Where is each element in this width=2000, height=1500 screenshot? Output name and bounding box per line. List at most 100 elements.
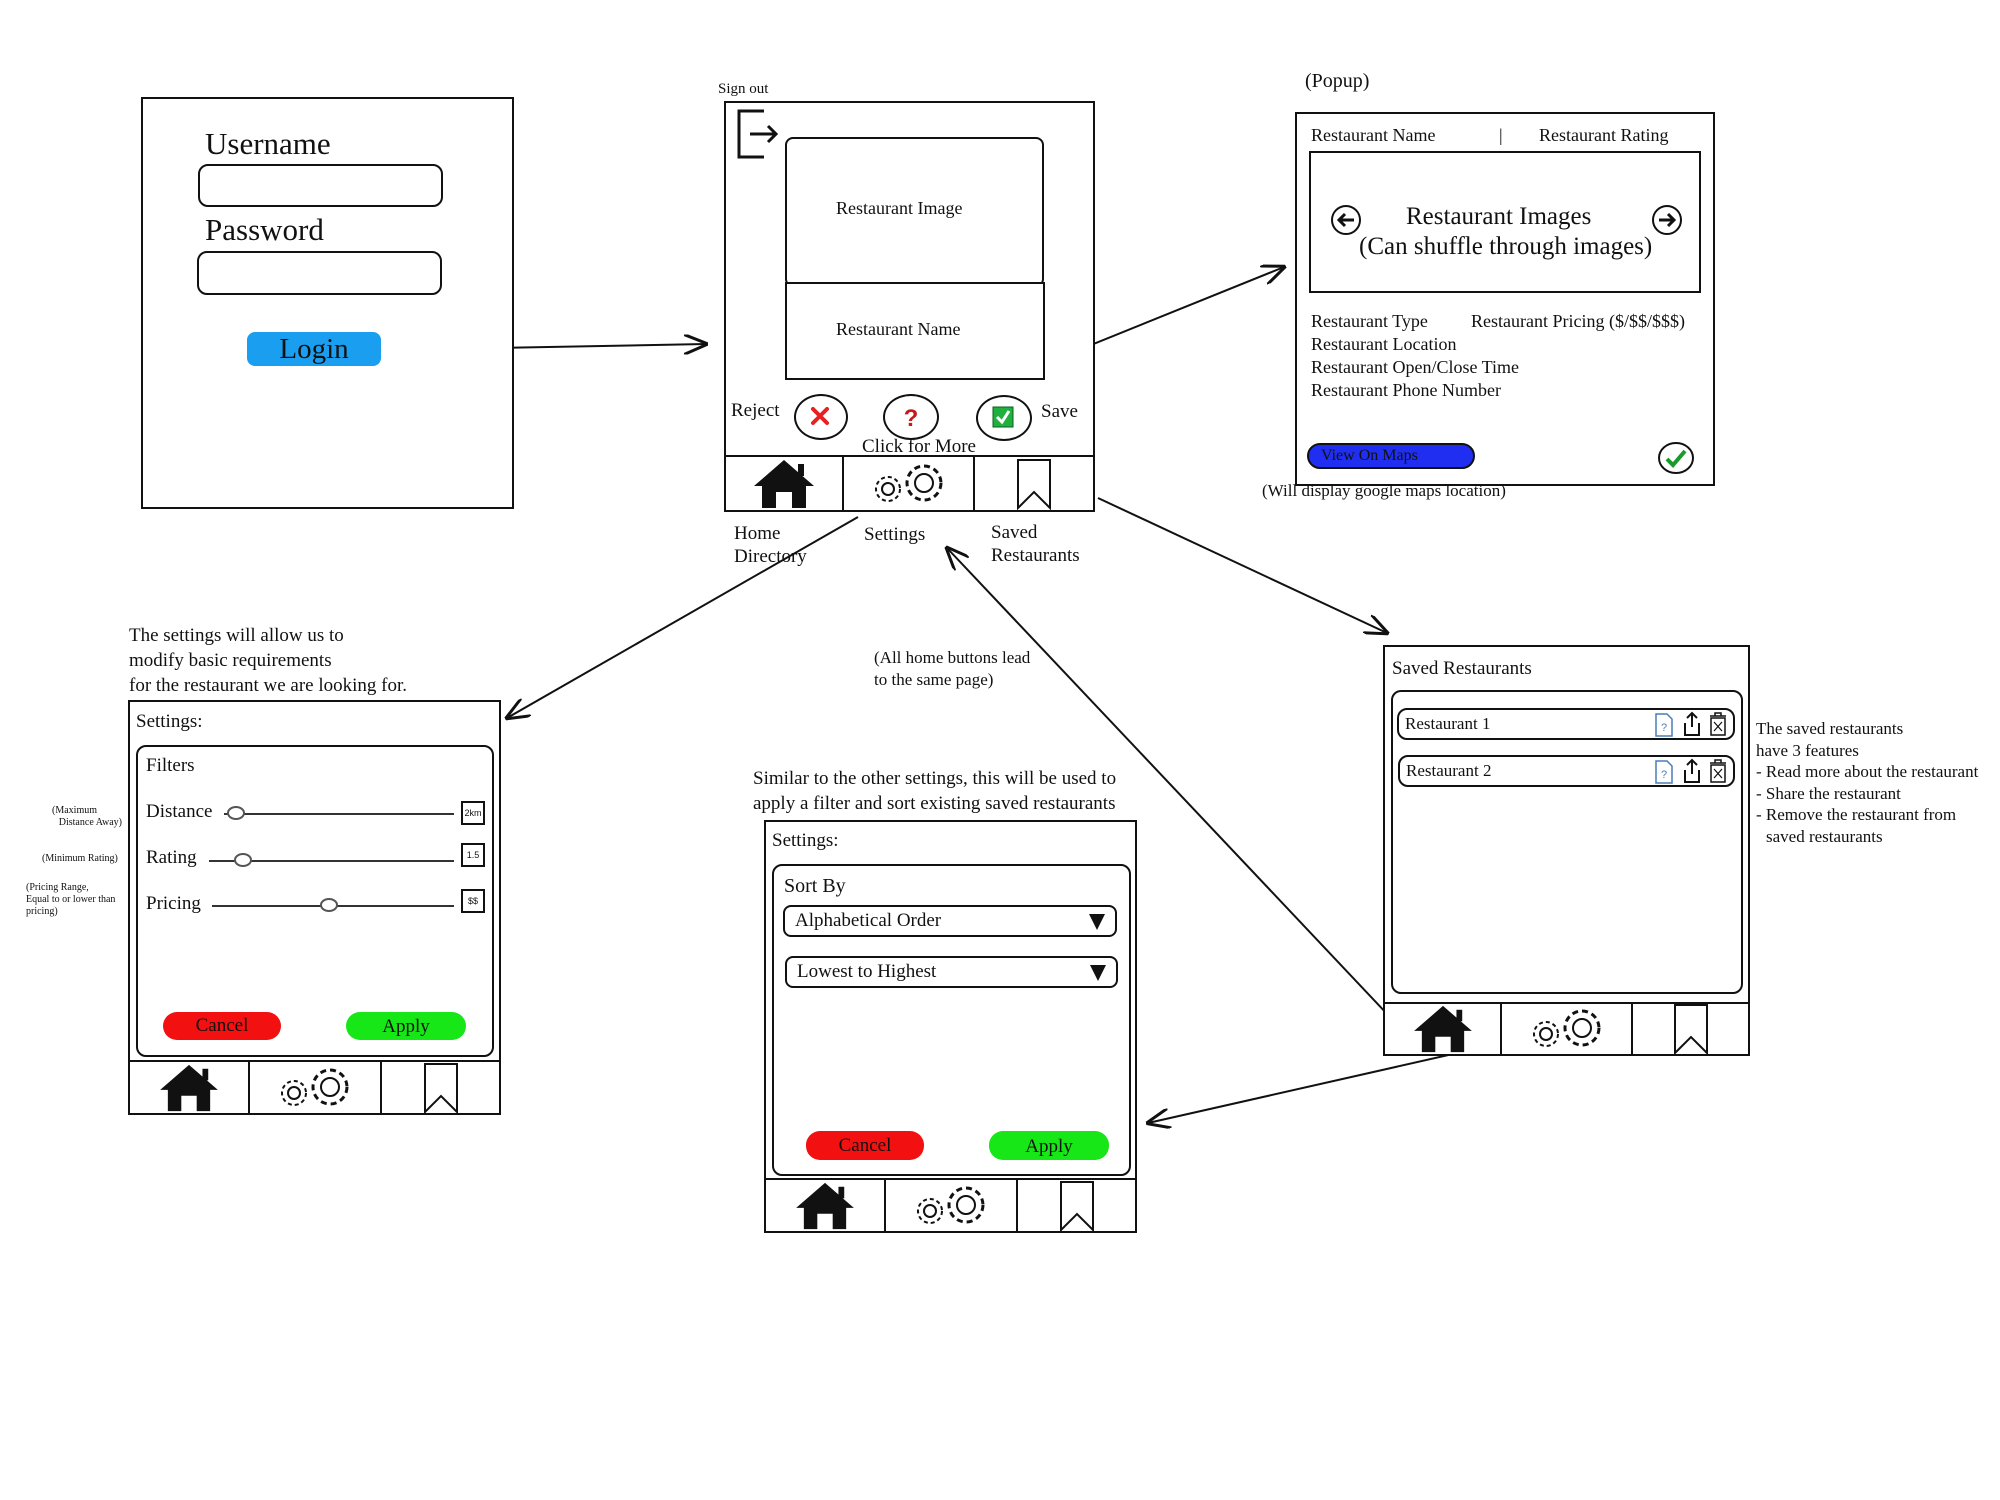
popup-location: Restaurant Location [1311, 334, 1457, 354]
nav-home-label-line1: Home [734, 523, 781, 544]
filter-nav-home[interactable] [130, 1062, 250, 1113]
saved-features-line3: - Read more about the restaurant [1756, 762, 1979, 781]
home-icon [1413, 1005, 1472, 1053]
restaurant-image[interactable] [785, 137, 1044, 287]
pricing-note: (Pricing Range, Equal to or lower than p… [26, 882, 115, 918]
popup-pricing: Restaurant Pricing ($/$$/$$$) [1471, 311, 1685, 331]
nav-saved[interactable] [975, 457, 1093, 510]
gears-icon [874, 464, 942, 502]
sort-cancel-button[interactable]: Cancel [806, 1131, 924, 1160]
trash-icon[interactable] [1707, 711, 1729, 737]
nav-home[interactable] [726, 457, 844, 510]
pricing-note-line3: pricing) [26, 906, 58, 917]
sort-order-dropdown[interactable]: Lowest to Highest [785, 956, 1118, 988]
saved-features-note: The saved restaurants have 3 features - … [1756, 718, 1978, 847]
sort-nav-bar [764, 1178, 1137, 1233]
settings-description-line2: modify basic requirements [129, 650, 332, 671]
home-nav-bar [724, 455, 1095, 512]
sort-apply-button[interactable]: Apply [989, 1131, 1109, 1160]
saved-features-line4: - Share the restaurant [1756, 783, 1901, 803]
reject-label: Reject [731, 400, 780, 421]
svg-text:?: ? [1661, 722, 1667, 734]
saved-list-panel [1391, 690, 1743, 994]
check-icon[interactable] [1657, 441, 1695, 480]
saved-item-2[interactable]: Restaurant 2 ? [1398, 755, 1735, 787]
question-icon: ? [904, 405, 919, 432]
restaurant-image-label: Restaurant Image [836, 198, 963, 218]
filter-nav-saved[interactable] [382, 1062, 499, 1114]
home-icon [160, 1064, 218, 1111]
pricing-slider-knob[interactable] [320, 898, 338, 912]
nav-settings-label: Settings [864, 524, 926, 545]
saved-item-2-name: Restaurant 2 [1406, 761, 1492, 780]
sign-out-icon[interactable] [736, 108, 780, 165]
pricing-label: Pricing [146, 893, 201, 914]
sort-order-value: Lowest to Highest [797, 961, 937, 982]
popup-hours: Restaurant Open/Close Time [1311, 357, 1519, 377]
distance-slider[interactable] [224, 813, 454, 815]
svg-text:?: ? [1661, 769, 1667, 781]
popup-image-carousel [1309, 151, 1701, 293]
sort-field-value: Alphabetical Order [795, 910, 942, 931]
password-label: Password [205, 212, 324, 247]
saved-item-1[interactable]: Restaurant 1 ? [1397, 708, 1735, 740]
nav-home-label-line2: Directory [734, 546, 807, 567]
maps-note: (Will display google maps location) [1262, 481, 1506, 500]
save-check-icon [992, 406, 1014, 428]
arrow-saved-to-savedlist [1097, 497, 1387, 633]
login-button[interactable]: Login [247, 332, 381, 366]
saved-nav-home[interactable] [1385, 1004, 1502, 1054]
rating-label: Rating [146, 847, 197, 868]
arrow-right-icon[interactable] [1651, 204, 1683, 241]
password-field[interactable] [197, 251, 442, 295]
nav-home-label: Home Directory [734, 522, 807, 568]
more-info-button[interactable]: ? [883, 394, 939, 440]
share-icon[interactable] [1681, 711, 1703, 737]
filter-apply-button[interactable]: Apply [346, 1012, 466, 1040]
popup-header-name: Restaurant Name [1311, 125, 1436, 145]
filter-cancel-button[interactable]: Cancel [163, 1012, 281, 1040]
arrow-left-icon[interactable] [1330, 204, 1362, 241]
saved-nav-settings[interactable] [1502, 1004, 1633, 1054]
save-button[interactable] [976, 395, 1032, 441]
sort-by-title: Sort By [784, 875, 846, 897]
home-buttons-note-line2: to the same page) [874, 670, 994, 689]
distance-label: Distance [146, 801, 213, 822]
info-doc-icon[interactable]: ? [1653, 759, 1675, 785]
sort-nav-settings[interactable] [886, 1180, 1018, 1231]
saved-nav-saved[interactable] [1633, 1004, 1748, 1055]
rating-note: (Minimum Rating) [42, 853, 118, 864]
sort-nav-saved[interactable] [1018, 1180, 1135, 1232]
view-on-maps-button[interactable]: View On Maps [1307, 443, 1475, 469]
sort-field-dropdown[interactable]: Alphabetical Order [783, 905, 1117, 937]
distance-slider-knob[interactable] [227, 806, 245, 820]
filter-nav-settings[interactable] [250, 1062, 382, 1113]
nav-saved-label: Saved Restaurants [991, 521, 1080, 567]
reject-button[interactable] [794, 394, 848, 440]
share-icon[interactable] [1681, 758, 1703, 784]
popup-images-subtitle: (Can shuffle through images) [1359, 233, 1653, 260]
home-buttons-note: (All home buttons lead to the same page) [874, 647, 1030, 691]
save-label: Save [1041, 401, 1078, 422]
username-field[interactable] [198, 164, 443, 207]
saved-features-line6: saved restaurants [1766, 826, 1883, 846]
saved-features-line2: have 3 features [1756, 740, 1859, 760]
rating-slider[interactable] [209, 860, 454, 862]
chevron-down-icon [1089, 914, 1105, 930]
nav-settings[interactable] [844, 457, 975, 510]
bookmark-icon [1017, 458, 1051, 510]
saved-features-line1: The saved restaurants [1756, 719, 1904, 738]
distance-value: 2km [461, 801, 485, 825]
sign-out-label: Sign out [718, 81, 769, 97]
rating-slider-knob[interactable] [234, 853, 252, 867]
gears-icon [281, 1068, 349, 1106]
nav-saved-label-line2: Restaurants [991, 545, 1080, 566]
sort-nav-home[interactable] [766, 1180, 886, 1231]
settings-description: The settings will allow us to modify bas… [129, 623, 407, 698]
trash-icon[interactable] [1707, 758, 1729, 784]
filter-nav-bar [128, 1060, 501, 1115]
chevron-down-icon [1090, 965, 1106, 981]
popup-header-separator: | [1499, 125, 1503, 145]
info-doc-icon[interactable]: ? [1653, 712, 1675, 738]
sort-description-line1: Similar to the other settings, this will… [753, 768, 1117, 789]
